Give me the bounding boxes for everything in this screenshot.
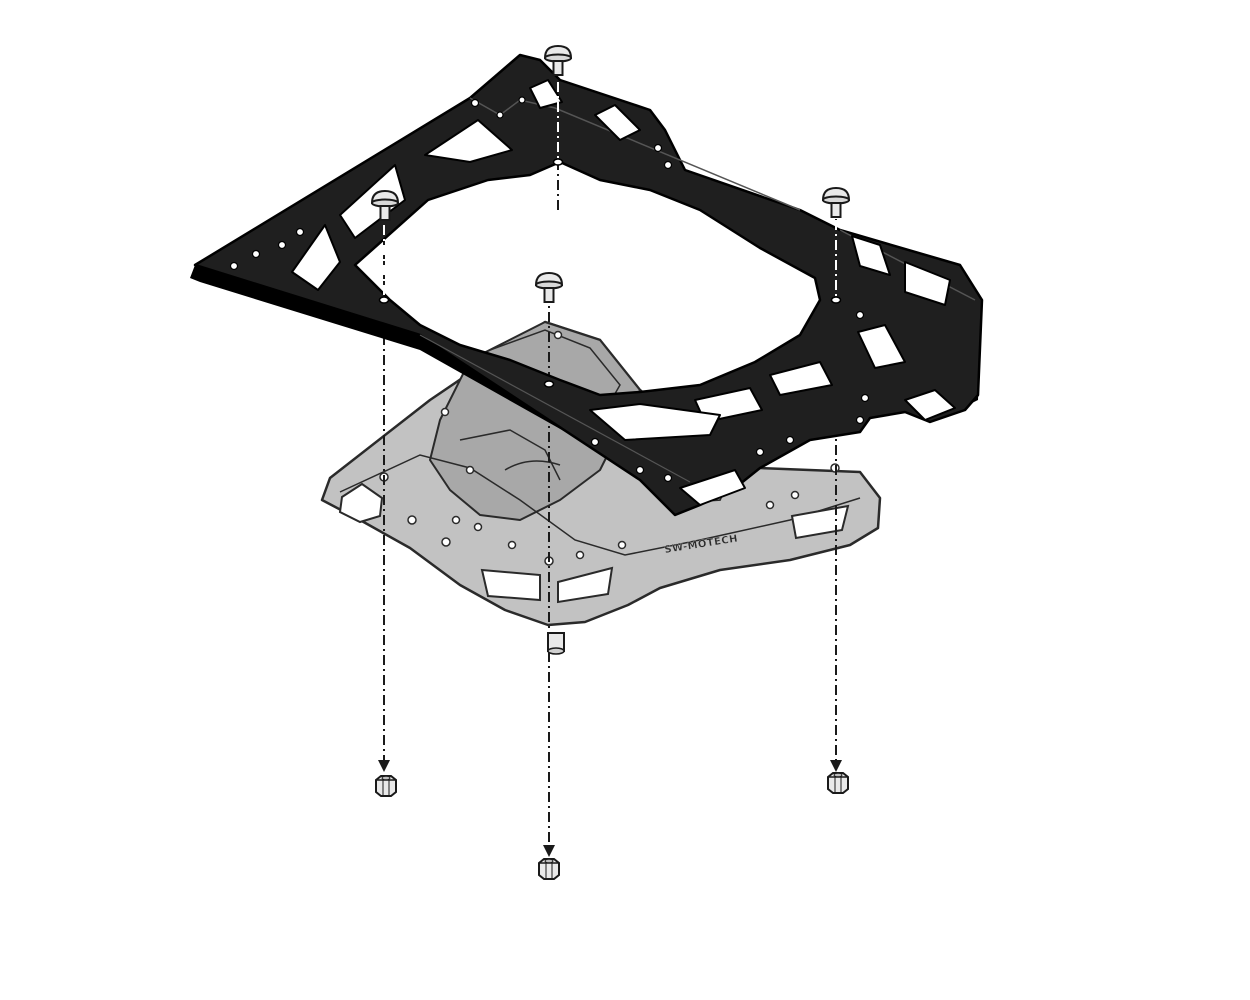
top-plate-edge — [190, 265, 690, 500]
cutout-rear-right — [594, 104, 641, 141]
top-plate-mounting-holes — [378, 158, 842, 388]
nut-right — [827, 772, 849, 794]
cutout-left-1 — [424, 119, 513, 163]
cutout-left-3 — [291, 224, 341, 291]
spacer-bushing — [547, 632, 565, 655]
cutout-rear-slot — [529, 79, 563, 109]
nut-center — [538, 858, 560, 880]
cutout-front-1 — [769, 361, 833, 396]
lock-nuts — [375, 772, 849, 880]
cutout-right-3 — [857, 324, 906, 369]
guide-overlay — [383, 82, 837, 298]
bolt-right — [822, 187, 850, 218]
bolt-center — [535, 272, 563, 303]
base-holes — [379, 330, 840, 566]
top-adapter-plate — [190, 53, 984, 517]
base-cutout-front-left — [480, 568, 541, 602]
base-rack-plate: SW-MOTECH — [320, 320, 882, 627]
guide-arrowheads — [378, 760, 842, 857]
cutout-right-2 — [904, 261, 951, 306]
cutout-front-3 — [589, 403, 721, 441]
base-cutout-left — [338, 482, 384, 524]
nut-left — [375, 775, 397, 797]
base-cutout-front-right — [557, 566, 614, 604]
cutout-right-4 — [904, 389, 956, 421]
base-cutout-right — [790, 504, 850, 540]
cutout-right-1 — [851, 235, 891, 276]
cutout-front-4 — [679, 469, 746, 506]
top-plate-holes — [229, 96, 870, 483]
